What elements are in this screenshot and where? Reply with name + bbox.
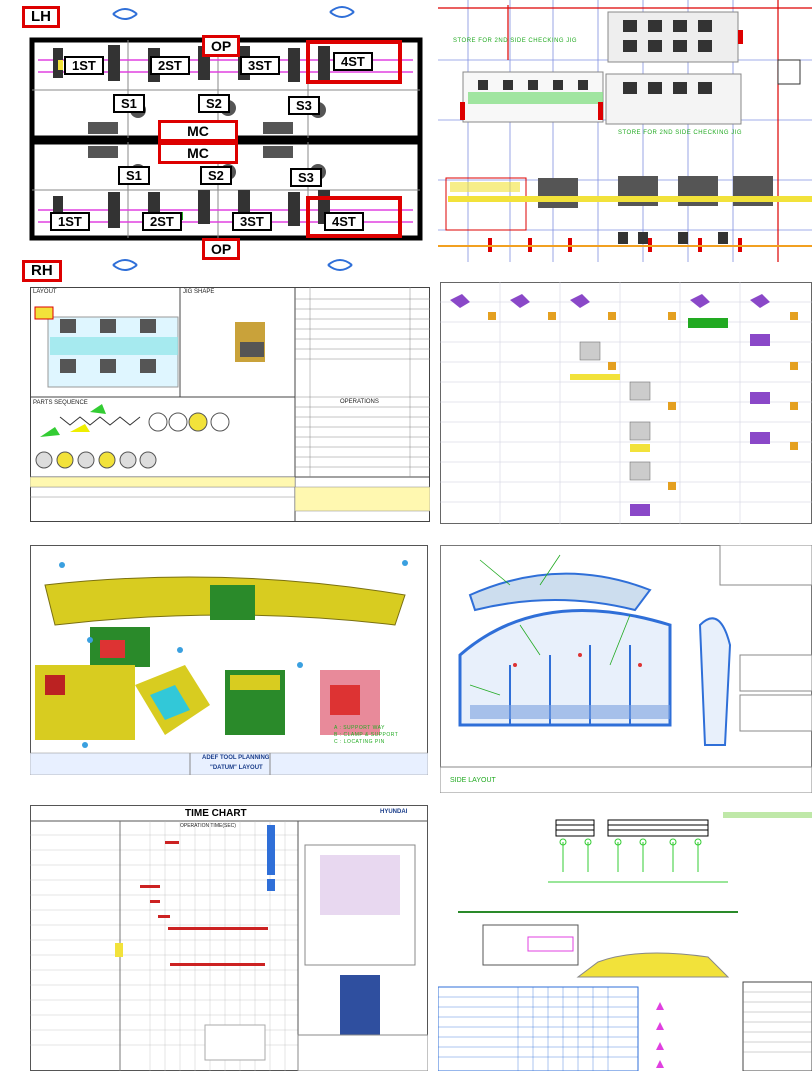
s1-bottom-label: S1 — [118, 166, 150, 185]
legend-clamp: B : CLAMP & SUPPORT — [334, 732, 399, 738]
st2-top-label: 2ST — [150, 56, 190, 75]
panel-datum-layout: ADEF TOOL PLANNING "DATUM" LAYOUT A : SU… — [30, 545, 428, 775]
st3-bottom-label: 3ST — [232, 212, 272, 231]
s2-bottom-label: S2 — [200, 166, 232, 185]
fixture-schematic-drawing — [438, 812, 812, 1071]
list-section-title: OPERATIONS — [340, 399, 379, 405]
zone-label-top: STORE FOR 2ND SIDE CHECKING JIG — [453, 38, 578, 44]
st1-bottom-label: 1ST — [50, 212, 90, 231]
panel-parts-tree — [440, 282, 812, 524]
time-chart-title: TIME CHART — [185, 808, 247, 819]
legend-support: A : SUPPORT WAY — [334, 725, 385, 731]
panel-fixture-schematic — [438, 812, 812, 1071]
parts-section-title: PARTS SEQUENCE — [33, 400, 88, 406]
plant-grid-drawing — [438, 0, 812, 262]
legend-pin: C : LOCATING PIN — [334, 739, 385, 745]
datum-layout-drawing — [30, 545, 428, 775]
op-bottom-label: OP — [202, 238, 241, 260]
time-chart-drawing — [30, 805, 428, 1071]
panel-side-layout: SIDE LAYOUT — [440, 545, 812, 793]
side-layout-drawing — [440, 545, 812, 793]
st4-bottom-label: 4ST — [324, 212, 364, 231]
st4-top-label: 4ST — [333, 52, 373, 71]
zone-label-mid: STORE FOR 2ND SIDE CHECKING JIG — [618, 130, 743, 136]
lh-label: LH — [22, 6, 60, 28]
s3-top-label: S3 — [288, 96, 320, 115]
op-top-label: OP — [202, 35, 241, 57]
jig-section-title: JIG SHAPE — [183, 289, 215, 295]
mc-top-label: MC — [158, 120, 238, 142]
hyundai-logo: HYUNDAI — [380, 809, 408, 815]
s1-top-label: S1 — [113, 94, 145, 113]
panel-line-layout: LH RH OP OP MC MC 1ST 2ST 3ST 4ST S1 S2 … — [18, 0, 426, 285]
panel-time-chart: TIME CHART OPERATION TIME(SEC) HYUNDAI — [30, 805, 428, 1071]
st3-top-label: 3ST — [240, 56, 280, 75]
datum-title: "DATUM" LAYOUT — [210, 765, 263, 771]
panel-station-sheet: LAYOUT JIG SHAPE PARTS SEQUENCE OPERATIO… — [30, 287, 430, 522]
s2-top-label: S2 — [198, 94, 230, 113]
s3-bottom-label: S3 — [290, 168, 322, 187]
station-sheet-drawing — [30, 287, 430, 522]
planning-title: ADEF TOOL PLANNING — [202, 755, 270, 761]
st1-top-label: 1ST — [64, 56, 104, 75]
st2-bottom-label: 2ST — [142, 212, 182, 231]
panel-plant-grid: STORE FOR 2ND SIDE CHECKING JIG STORE FO… — [438, 0, 812, 262]
parts-tree-drawing — [440, 282, 812, 524]
time-chart-subtitle: OPERATION TIME(SEC) — [180, 823, 236, 829]
rh-label: RH — [22, 260, 62, 282]
mc-bottom-label: MC — [158, 142, 238, 164]
side-layout-title: SIDE LAYOUT — [450, 777, 496, 784]
layout-section-title: LAYOUT — [33, 289, 57, 295]
